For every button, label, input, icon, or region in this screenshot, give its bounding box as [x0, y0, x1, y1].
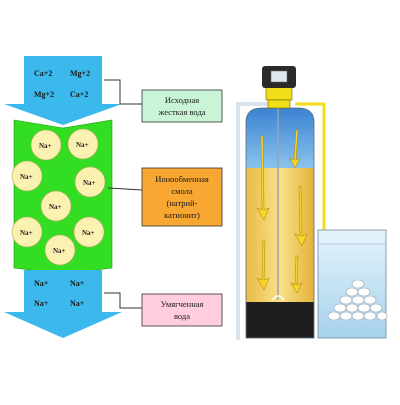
label-hard-line2: жесткая вода: [157, 107, 205, 117]
inlet-pipe: [236, 102, 268, 340]
label-resin-line2: смола: [171, 186, 193, 196]
soft-water-ion-4: Na+: [70, 299, 85, 308]
hard-water-ion-3: Mg+2: [34, 90, 54, 99]
flow-arrows: [256, 129, 308, 294]
soft-water-ion-1: Na+: [34, 279, 49, 288]
connector-soft: [104, 292, 142, 309]
resin-bead: [11, 160, 43, 192]
flow-arrow: [256, 239, 270, 291]
connector-resin: [107, 187, 143, 191]
salt-pellets-icon: [327, 279, 388, 321]
bead-ion-6: Na+: [20, 229, 33, 237]
tank-outline: [245, 107, 315, 339]
control-valve-icon: [262, 66, 296, 109]
label-soft-line2: вода: [174, 311, 190, 321]
hard-water-arrow: [4, 56, 122, 125]
label-soft-line1: Умягченная: [161, 299, 204, 309]
flow-arrow: [289, 129, 301, 169]
flow-arrow: [294, 185, 308, 247]
flow-arrow: [256, 135, 270, 221]
resin-bead: [40, 190, 72, 222]
connector-hard: [104, 79, 142, 105]
brine-pipe: [295, 102, 326, 240]
bead-ion-4: Na+: [83, 179, 96, 187]
resin-bead: [67, 128, 99, 160]
distributor-icon: [271, 295, 285, 301]
resin-bead: [30, 129, 62, 161]
label-resin-line1: Ионообменная: [155, 174, 209, 184]
bead-ion-2: Na+: [76, 141, 89, 149]
label-box-resin: [141, 167, 223, 227]
label-box-hard-water: [141, 89, 223, 123]
connector-lines: [104, 79, 143, 309]
label-resin-line3: (натрий-: [167, 198, 198, 208]
resin-bead: [44, 234, 76, 266]
bead-ion-5: Na+: [49, 203, 62, 211]
label-box-soft-water: [141, 293, 223, 327]
resin-bead: [11, 216, 43, 248]
softener-tank: [245, 107, 315, 339]
tank-water-zone: [246, 108, 314, 170]
hard-water-ion-1: Ca+2: [34, 69, 52, 78]
soft-water-arrow: [4, 270, 122, 338]
hard-water-ion-2: Mg+2: [70, 69, 90, 78]
soft-water-ion-3: Na+: [34, 299, 49, 308]
tank-base: [246, 302, 314, 338]
bead-ion-3: Na+: [20, 173, 33, 181]
resin-bead: [73, 216, 105, 248]
label-resin-line4: катионит): [164, 210, 200, 220]
label-hard-line1: Исходная: [165, 95, 199, 105]
resin-beads: [11, 128, 106, 266]
bead-ion-8: Na+: [53, 247, 66, 255]
flow-arrow: [290, 255, 303, 294]
bead-ion-7: Na+: [82, 229, 95, 237]
bead-ion-1: Na+: [39, 142, 52, 150]
resin-bead: [74, 166, 106, 198]
hard-water-ion-4: Ca+2: [70, 90, 88, 99]
soft-water-ion-2: Na+: [70, 279, 85, 288]
